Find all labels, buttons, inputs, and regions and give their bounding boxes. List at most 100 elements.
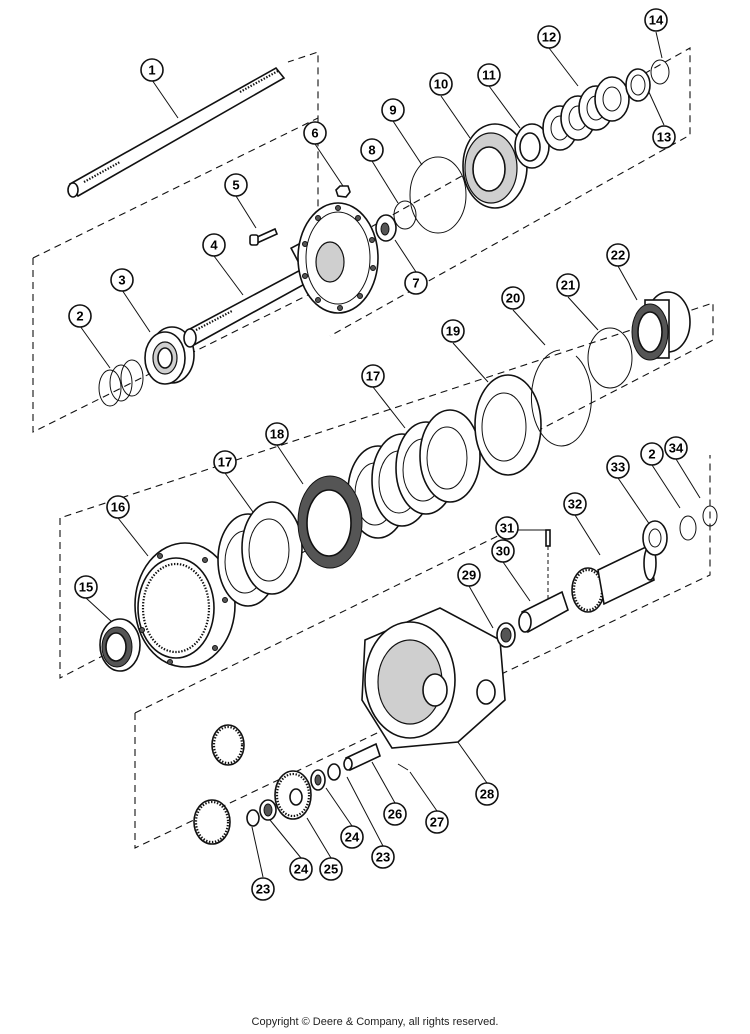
svg-text:7: 7 xyxy=(412,276,419,291)
part-6-nut xyxy=(335,185,351,198)
callout-26: 26 xyxy=(383,802,407,826)
part-29-bearing xyxy=(496,622,516,648)
callout-29: 29 xyxy=(457,563,481,587)
part-24-bearing-lower xyxy=(259,799,277,821)
svg-text:11: 11 xyxy=(482,68,496,83)
callout-34: 34 xyxy=(664,436,688,460)
svg-text:4: 4 xyxy=(210,238,218,253)
svg-text:1: 1 xyxy=(148,63,155,78)
callout-31: 31 xyxy=(495,516,519,540)
part-12-spring-stack xyxy=(542,76,630,151)
callouts: 1 2 3 4 5 6 7 8 9 10 11 12 13 14 15 16 1… xyxy=(68,8,688,901)
svg-text:16: 16 xyxy=(111,500,125,515)
part-3-bearing xyxy=(144,326,195,385)
callout-6: 6 xyxy=(303,121,327,145)
callout-24b: 24 xyxy=(340,825,364,849)
svg-text:34: 34 xyxy=(669,441,684,456)
svg-text:28: 28 xyxy=(480,787,494,802)
callout-33: 33 xyxy=(606,455,630,479)
callout-22: 22 xyxy=(606,243,630,267)
svg-text:10: 10 xyxy=(434,77,448,92)
part-9-snap-ring xyxy=(409,156,467,234)
svg-text:3: 3 xyxy=(118,273,125,288)
svg-text:33: 33 xyxy=(611,460,625,475)
svg-text:14: 14 xyxy=(649,13,664,28)
copyright-notice: Copyright © Deere & Company, all rights … xyxy=(251,1016,499,1028)
callout-14: 14 xyxy=(644,8,668,32)
callout-17b: 17 xyxy=(361,364,385,388)
svg-text:17: 17 xyxy=(366,369,380,384)
callout-25: 25 xyxy=(319,857,343,881)
svg-text:31: 31 xyxy=(500,521,514,536)
svg-text:24: 24 xyxy=(345,830,360,845)
callout-16: 16 xyxy=(106,495,130,519)
callout-7: 7 xyxy=(404,271,428,295)
part-7-bearing xyxy=(375,214,397,242)
svg-text:18: 18 xyxy=(270,427,284,442)
callout-11: 11 xyxy=(477,63,501,87)
callout-18: 18 xyxy=(265,422,289,446)
callout-3: 3 xyxy=(110,268,134,292)
svg-text:23: 23 xyxy=(256,882,270,897)
part-31-pin xyxy=(545,529,551,600)
svg-text:29: 29 xyxy=(462,568,476,583)
callout-15: 15 xyxy=(74,575,98,599)
part-27-roll-pin xyxy=(397,763,409,771)
svg-text:6: 6 xyxy=(311,126,318,141)
leader-lines xyxy=(79,31,701,878)
svg-text:26: 26 xyxy=(388,807,402,822)
callout-12: 12 xyxy=(537,25,561,49)
callout-24a: 24 xyxy=(289,857,313,881)
callout-13: 13 xyxy=(652,125,676,149)
part-30-sleeve xyxy=(518,590,569,634)
svg-text:19: 19 xyxy=(446,324,460,339)
callout-23b: 23 xyxy=(371,845,395,869)
part-4-carrier-shaft xyxy=(183,202,379,348)
callout-9: 9 xyxy=(381,98,405,122)
part-21-ring xyxy=(587,327,633,389)
svg-text:12: 12 xyxy=(542,30,556,45)
part-23-washer-mid xyxy=(327,763,341,781)
svg-text:25: 25 xyxy=(324,862,338,877)
callout-28: 28 xyxy=(475,782,499,806)
part-2-seal-rings xyxy=(98,359,144,407)
part-5-bolt xyxy=(249,227,279,246)
callout-2b: 2 xyxy=(640,442,664,466)
planet-gears xyxy=(193,724,245,845)
callout-23a: 23 xyxy=(251,877,275,901)
svg-text:5: 5 xyxy=(232,178,239,193)
callout-5: 5 xyxy=(224,173,248,197)
callout-27: 27 xyxy=(425,810,449,834)
part-8-o-ring xyxy=(393,200,417,230)
part-23-washer-lower xyxy=(246,809,260,827)
svg-text:22: 22 xyxy=(611,248,625,263)
part-19-pressure-plate xyxy=(474,374,542,476)
svg-text:32: 32 xyxy=(568,497,582,512)
callout-10: 10 xyxy=(429,72,453,96)
callout-8: 8 xyxy=(360,138,384,162)
part-32-gear-shaft xyxy=(571,544,657,613)
part-18-friction-disk xyxy=(297,475,363,569)
svg-text:8: 8 xyxy=(368,143,375,158)
part-13-ring xyxy=(625,68,651,102)
part-34-o-ring xyxy=(702,505,718,527)
part-16-ring-gear-housing xyxy=(134,542,236,668)
svg-text:20: 20 xyxy=(506,291,520,306)
part-26-pin xyxy=(343,742,381,772)
svg-text:23: 23 xyxy=(376,850,390,865)
part-14-snap-ring xyxy=(650,59,670,85)
svg-text:24: 24 xyxy=(294,862,309,877)
part-28-carrier-housing xyxy=(361,607,506,749)
part-15-bearing xyxy=(99,618,141,672)
part-2-seal-ring-lower xyxy=(679,515,697,541)
callout-21: 21 xyxy=(556,273,580,297)
part-33-thrust-washer xyxy=(642,520,668,556)
part-25-planet-gear xyxy=(274,770,312,820)
svg-text:17: 17 xyxy=(218,455,232,470)
part-1-shaft xyxy=(67,66,286,198)
callout-17a: 17 xyxy=(213,450,237,474)
svg-text:2: 2 xyxy=(76,309,83,324)
callout-32: 32 xyxy=(563,492,587,516)
svg-text:13: 13 xyxy=(657,130,671,145)
